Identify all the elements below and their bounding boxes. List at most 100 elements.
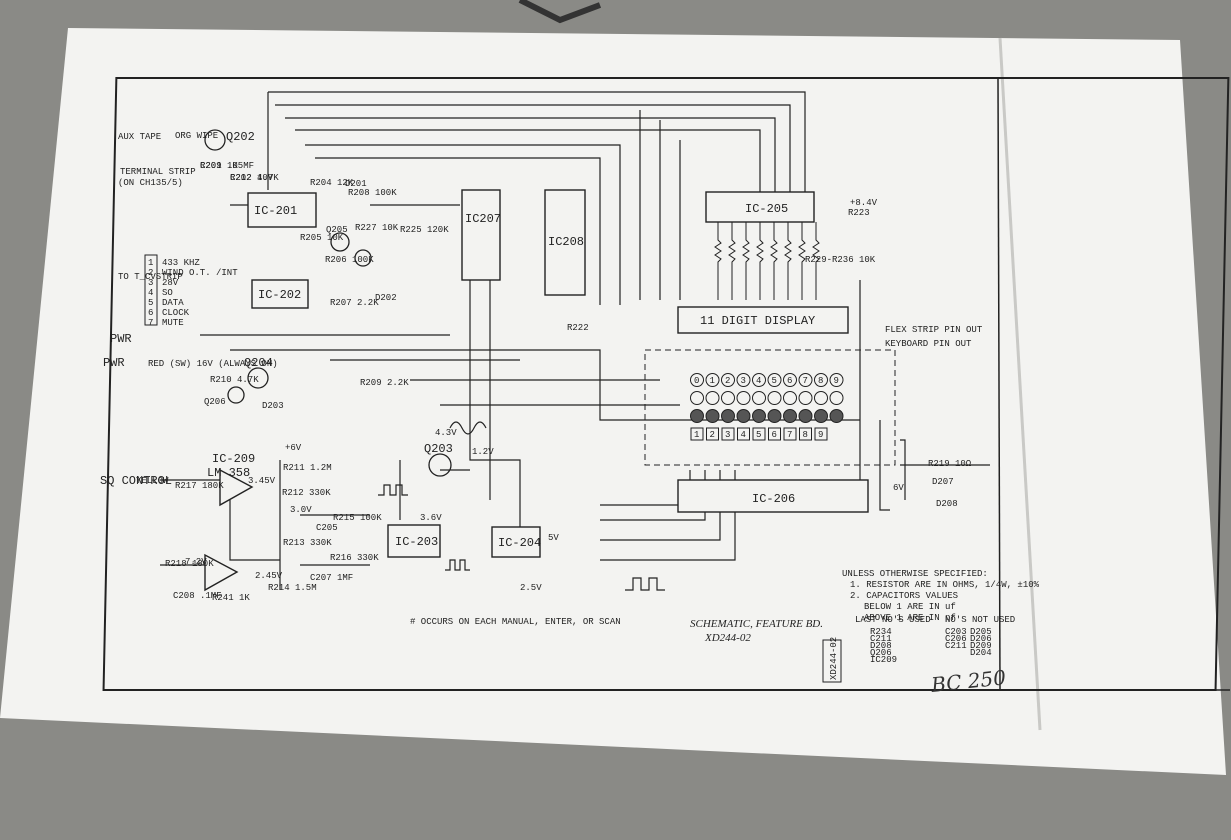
key-label: 5 [772, 376, 777, 386]
key-circle [767, 391, 782, 405]
key-label: 8 [818, 376, 823, 386]
component-label: R213 330K [283, 538, 332, 548]
component-label: R225 120K [400, 225, 449, 235]
ic204-label: IC-204 [498, 536, 541, 550]
component-label: R215 100K [333, 513, 382, 523]
component-label: D207 [932, 477, 954, 487]
connector-pin: 6 [148, 308, 153, 318]
key-square [737, 427, 750, 441]
q205-label: Q205 [326, 225, 348, 235]
schematic-border [102, 77, 1230, 691]
key-square [814, 427, 828, 441]
waveform-1 [378, 484, 408, 496]
aux-tape-label: AUX TAPE [118, 132, 161, 142]
opamps [204, 468, 254, 592]
ic206-label: IC-206 [752, 492, 795, 506]
component-label: C212 10V [230, 173, 274, 183]
display-title: 11 DIGIT DISPLAY [700, 314, 815, 328]
key-square [783, 427, 797, 441]
ic209-label: IC-209 [212, 452, 255, 466]
key-label: 5 [756, 430, 761, 440]
key-circle [690, 391, 704, 405]
connector-pin: 4 [148, 288, 153, 298]
key-circle [783, 391, 797, 405]
voltage-label: 3.6V [420, 513, 442, 523]
q202-label: Q202 [226, 130, 255, 144]
connector-signal: 28V [162, 278, 179, 288]
key-square [768, 427, 781, 441]
not-used-item: C206 [945, 634, 967, 644]
key-label: 9 [834, 376, 839, 386]
ic207-box [461, 189, 501, 281]
not-used-item: C203 [945, 627, 967, 637]
key-circle [814, 373, 828, 387]
connector-signal: WIND O.T. /INT [162, 268, 238, 278]
key-circle [721, 373, 735, 387]
key-label: 9 [818, 430, 823, 440]
bank-resistor [756, 222, 764, 300]
voltage-label: 3.45V [248, 476, 276, 486]
component-label: R211 1.2M [283, 463, 332, 473]
voltage-label: 2.5V [520, 583, 542, 593]
key-square [690, 427, 704, 441]
q206-symbol [227, 386, 245, 404]
component-label: R229-R236 10K [805, 255, 876, 265]
component-label: C208 .1MF [173, 591, 222, 601]
component-label: R222 [567, 323, 589, 333]
key-circle [690, 409, 704, 423]
not-used-item: D206 [970, 634, 992, 644]
component-label: R212 330K [282, 488, 331, 498]
bank-resistor [728, 222, 736, 300]
key-circle [798, 409, 813, 423]
component-label: D202 [375, 293, 397, 303]
voltage-labels: +8.4V+6V6V3.0V2.45V3.45V7.2V1.2V4.3V3.6V… [185, 198, 904, 593]
not-used-item: D204 [970, 648, 992, 658]
q203-label: Q203 [424, 442, 453, 456]
sq-control-label: SQ CONTROL [100, 474, 172, 488]
key-square [721, 427, 735, 441]
q204-symbol [247, 367, 269, 389]
component-label: R208 100K [348, 188, 397, 198]
right-panel-divider [997, 77, 1001, 691]
title-block-title: SCHEMATIC, FEATURE BD. [690, 618, 823, 630]
key-circle [783, 373, 797, 387]
key-circle [814, 409, 828, 423]
connector-pin: 3 [148, 278, 153, 288]
component-label: R241 1K [212, 593, 250, 603]
connector-pin: 7 [148, 318, 153, 328]
ic204-box [491, 526, 541, 558]
connector-signal: MUTE [162, 318, 184, 328]
component-label: R217 180K [175, 481, 224, 491]
yellow-label: YELLOW [136, 476, 169, 486]
connector-signal: 433 KHZ [162, 258, 200, 268]
component-label: R201 1K [200, 161, 238, 171]
notes-occurs: # OCCURS ON EACH MANUAL, ENTER, OR SCAN [410, 617, 621, 627]
notes-n2: 2. CAPACITORS VALUES [850, 591, 958, 601]
title-block-number: XD244-02 [704, 632, 751, 644]
ic203-box [387, 524, 441, 558]
notes-n4: ABOVE 1 ARE IN pf [864, 613, 956, 623]
q202-symbol [204, 129, 226, 151]
component-label: R204 12K [310, 178, 354, 188]
last-used-item: R234 [870, 627, 892, 637]
voltage-label: 6V [893, 483, 904, 493]
component-label: C209 .05MF [200, 161, 254, 171]
key-label: 6 [772, 430, 777, 440]
voltage-label: 2.45V [255, 571, 283, 581]
connector-pin: 2 [148, 268, 153, 278]
component-label: D201 [345, 179, 367, 189]
legend-flex: FLEX STRIP PIN OUT [885, 325, 983, 335]
key-circle [767, 409, 782, 423]
bank-resistor [770, 222, 778, 300]
component-label: R209 2.2K [360, 378, 409, 388]
key-circle [752, 373, 766, 387]
bank-resistor [714, 222, 722, 300]
component-label: D203 [262, 401, 284, 411]
ic203-label: IC-203 [395, 535, 438, 549]
bank-resistor [812, 222, 820, 300]
key-label: 8 [803, 430, 808, 440]
key-label: 0 [694, 376, 699, 386]
key-circle [721, 409, 735, 423]
paper-fold [998, 37, 1042, 731]
